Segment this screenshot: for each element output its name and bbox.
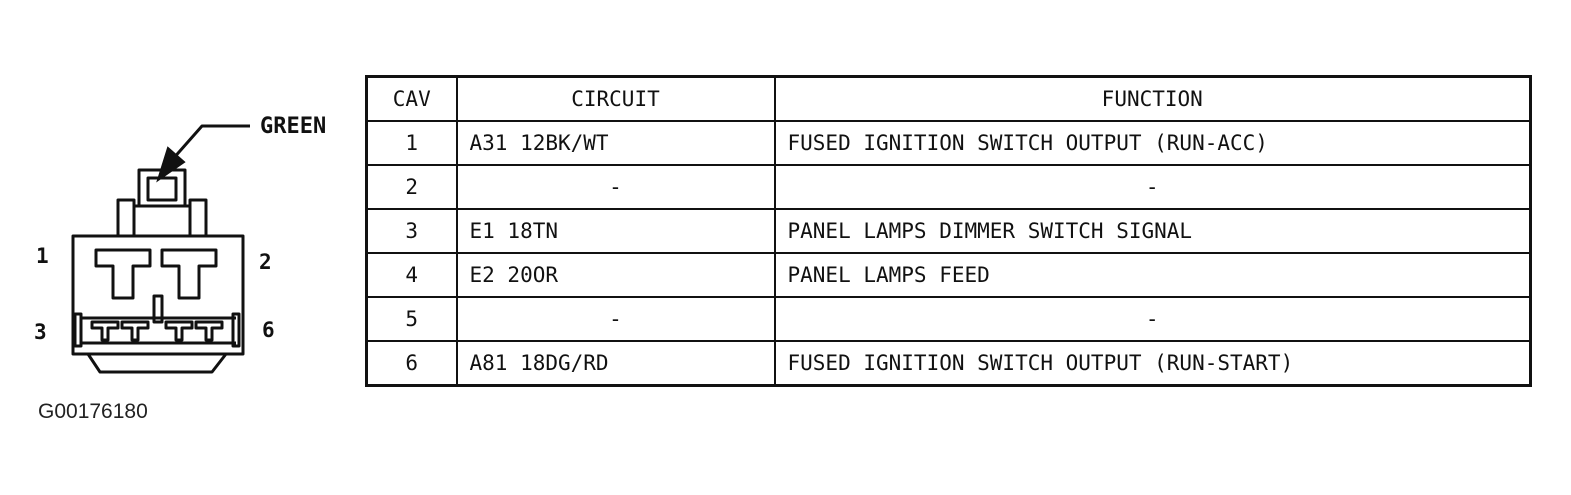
cell-function: PANEL LAMPS DIMMER SWITCH SIGNAL	[773, 208, 1532, 254]
table-row: 4 E2 20OR PANEL LAMPS FEED	[365, 252, 1532, 298]
arrow-head	[156, 146, 186, 183]
table-row: 2 - -	[365, 164, 1532, 210]
leader-line	[170, 124, 250, 161]
cell-cav: 4	[365, 252, 458, 298]
connector-body	[71, 234, 245, 356]
table-header-row: CAV CIRCUIT FUNCTION	[365, 75, 1532, 122]
cell-function: -	[773, 296, 1532, 342]
pin-label-6: 6	[262, 318, 275, 342]
pin-label-2: 2	[259, 250, 272, 274]
header-function: FUNCTION	[773, 75, 1532, 122]
cell-circuit: A31 12BK/WT	[455, 120, 776, 166]
cell-circuit: A81 18DG/RD	[455, 340, 776, 387]
connector-color-label: GREEN	[260, 114, 327, 139]
cell-function: FUSED IGNITION SWITCH OUTPUT (RUN-ACC)	[773, 120, 1532, 166]
cell-cav: 1	[365, 120, 458, 166]
table-row: 5 - -	[365, 296, 1532, 342]
cell-circuit: E1 18TN	[455, 208, 776, 254]
table-row: 3 E1 18TN PANEL LAMPS DIMMER SWITCH SIGN…	[365, 208, 1532, 254]
cell-function: -	[773, 164, 1532, 210]
cell-circuit: -	[455, 164, 776, 210]
cell-circuit: E2 20OR	[455, 252, 776, 298]
pin-label-3: 3	[34, 320, 47, 344]
cell-cav: 2	[365, 164, 458, 210]
pin-table: CAV CIRCUIT FUNCTION 1 A31 12BK/WT FUSED…	[365, 75, 1532, 387]
cell-cav: 6	[365, 340, 458, 387]
cell-function: PANEL LAMPS FEED	[773, 252, 1532, 298]
cell-cav: 3	[365, 208, 458, 254]
terminal-1	[94, 248, 152, 300]
header-circuit: CIRCUIT	[455, 75, 776, 122]
cell-cav: 5	[365, 296, 458, 342]
connector-drawing	[71, 124, 250, 374]
table-row: 6 A81 18DG/RD FUSED IGNITION SWITCH OUTP…	[365, 340, 1532, 387]
table-row: 1 A31 12BK/WT FUSED IGNITION SWITCH OUTP…	[365, 120, 1532, 166]
pin-label-1: 1	[36, 244, 49, 268]
cell-circuit: -	[455, 296, 776, 342]
terminal-2	[160, 248, 218, 300]
figure-id: G00176180	[38, 400, 148, 423]
cell-function: FUSED IGNITION SWITCH OUTPUT (RUN-START)	[773, 340, 1532, 387]
header-cav: CAV	[365, 75, 458, 122]
